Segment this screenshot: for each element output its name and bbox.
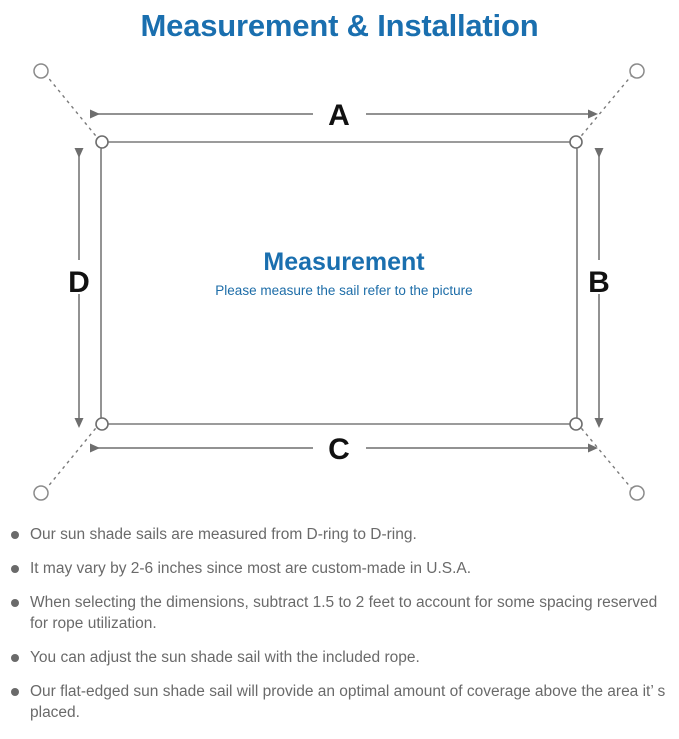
d-ring-bottom-right — [569, 417, 583, 431]
rope-bottom-right — [576, 422, 633, 490]
note-item: Our sun shade sails are measured from D-… — [0, 524, 679, 545]
bullet-icon — [11, 599, 19, 607]
sail-diagram: A C D B Measurement Please me — [0, 52, 679, 512]
bullet-icon — [11, 531, 19, 539]
dimension-b-label: B — [588, 266, 610, 299]
dimension-d-label: D — [68, 266, 90, 299]
sail-center-subtitle: Please measure the sail refer to the pic… — [215, 283, 472, 298]
note-text: It may vary by 2-6 inches since most are… — [30, 560, 472, 577]
anchor-top-left — [33, 63, 49, 79]
note-item: It may vary by 2-6 inches since most are… — [0, 558, 679, 579]
anchor-bottom-left — [33, 485, 49, 501]
dimension-c-label: C — [328, 433, 350, 466]
anchor-bottom-right — [629, 485, 645, 501]
dimension-b: B — [588, 148, 610, 428]
dimension-a-label: A — [328, 99, 350, 132]
note-item: Our flat-edged sun shade sail will provi… — [0, 681, 679, 723]
sail-body — [100, 141, 578, 425]
rope-top-right — [576, 74, 633, 142]
rope-top-left — [45, 74, 101, 142]
notes-list: Our sun shade sails are measured from D-… — [0, 524, 679, 736]
note-text: When selecting the dimensions, subtract … — [30, 594, 658, 632]
bullet-icon — [11, 688, 19, 696]
note-item: When selecting the dimensions, subtract … — [0, 592, 679, 634]
d-ring-bottom-left — [95, 417, 109, 431]
d-rings — [95, 135, 583, 431]
rope-bottom-left — [45, 422, 101, 490]
note-item: You can adjust the sun shade sail with t… — [0, 647, 679, 668]
note-text: Our sun shade sails are measured from D-… — [30, 526, 417, 543]
dimension-c: C — [90, 433, 598, 466]
anchor-top-right — [629, 63, 645, 79]
sail-center-title: Measurement — [263, 248, 425, 276]
note-text: Our flat-edged sun shade sail will provi… — [30, 683, 666, 721]
rope-lines — [45, 74, 633, 490]
anchor-points — [33, 63, 645, 501]
note-text: You can adjust the sun shade sail with t… — [30, 649, 420, 666]
bullet-icon — [11, 565, 19, 573]
page-title: Measurement & Installation — [140, 8, 539, 43]
d-ring-top-left — [95, 135, 109, 149]
d-ring-top-right — [569, 135, 583, 149]
dimension-a: A — [90, 99, 598, 132]
bullet-icon — [11, 654, 19, 662]
dimension-d: D — [68, 148, 90, 428]
